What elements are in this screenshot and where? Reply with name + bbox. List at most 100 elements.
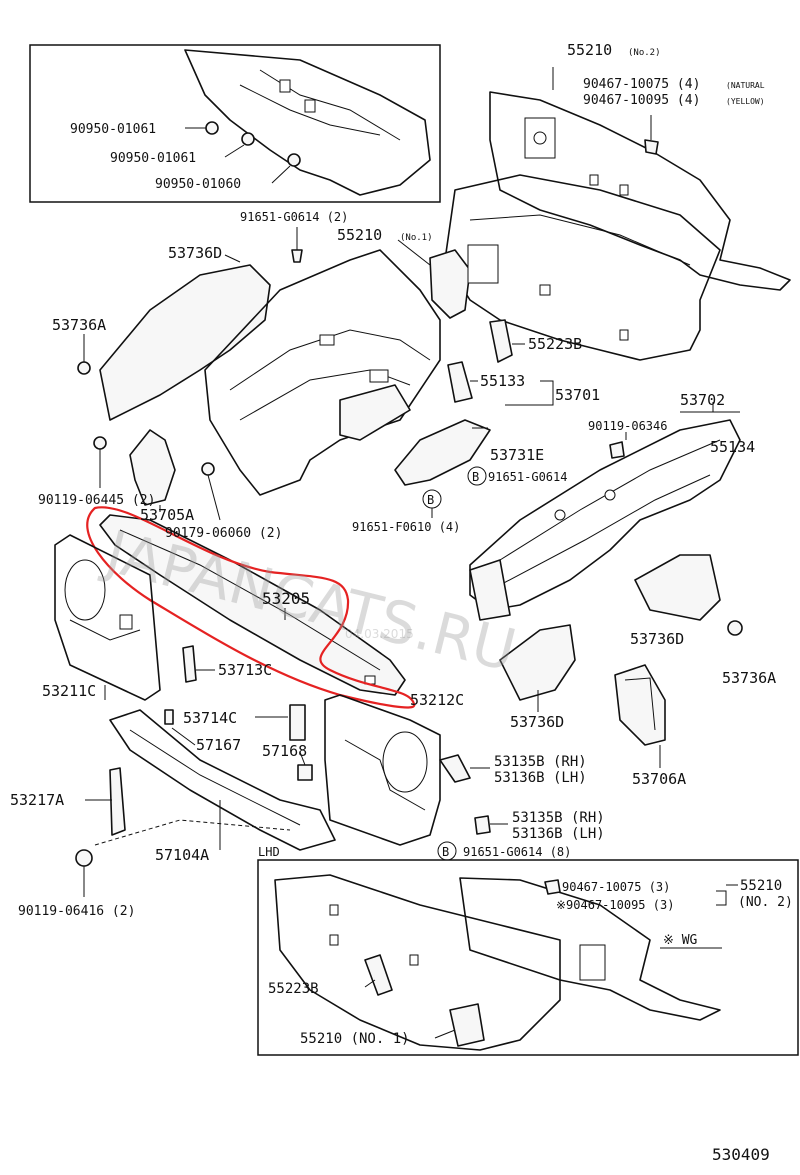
callout-screw: 91651-G0614 (2) bbox=[240, 210, 348, 224]
bracket-53135B bbox=[439, 754, 471, 783]
callout-57104A: 57104A bbox=[155, 846, 209, 864]
dash-panel-upper bbox=[397, 67, 791, 406]
bracket-53705A-group bbox=[93, 429, 221, 521]
panel-slot bbox=[589, 174, 599, 186]
seal-53736D-left bbox=[99, 264, 271, 421]
callout-57168: 57168 bbox=[262, 742, 307, 760]
clip-label: 90950-01061 bbox=[110, 151, 196, 166]
bracket-53714C bbox=[164, 709, 174, 725]
inset-top-panel bbox=[184, 49, 431, 196]
inset-lhd-slot bbox=[329, 904, 339, 916]
side-member-end bbox=[469, 559, 511, 621]
panel-55210-no1 bbox=[429, 249, 471, 319]
mark-b-letter: B bbox=[442, 845, 449, 859]
callout-53205: 53205 bbox=[262, 589, 310, 608]
callout-bolt: 90467-10095 (4) bbox=[583, 93, 700, 108]
support-rib bbox=[69, 619, 141, 641]
bracket-53731E-group: B B bbox=[394, 419, 491, 518]
inset-top-frame bbox=[29, 44, 441, 203]
leader-line bbox=[299, 751, 306, 766]
callout-53736A: 53736A bbox=[722, 669, 776, 687]
apron-bracket bbox=[339, 384, 411, 441]
callout-screw: 91651-F0610 (4) bbox=[352, 520, 460, 534]
side-member-right bbox=[469, 402, 743, 768]
callout-note: (YELLOW) bbox=[726, 97, 765, 106]
support-hole bbox=[382, 731, 428, 793]
inset-lhd-bolt: ※90467-10095 (3) bbox=[556, 898, 674, 912]
support-rib bbox=[344, 739, 426, 811]
callout-labels: 55210 (No.2) 90467-10075 (4) (NATURAL 90… bbox=[10, 41, 793, 1164]
support-53205 bbox=[99, 514, 406, 696]
support-53205-rib bbox=[119, 529, 381, 671]
panel-cutout bbox=[467, 244, 499, 284]
seal-55223B bbox=[489, 319, 513, 363]
page-code: 530409 bbox=[712, 1145, 770, 1164]
bracket-55133 bbox=[447, 361, 473, 403]
inset-lhd-bracket bbox=[716, 890, 727, 906]
apron-slot bbox=[369, 369, 389, 383]
fender-apron-left bbox=[77, 227, 441, 496]
panel-hole bbox=[533, 131, 547, 145]
apron-rib-2 bbox=[239, 369, 411, 421]
clip-label: 90950-01060 bbox=[155, 177, 241, 192]
inset-lhd-slot bbox=[329, 934, 339, 946]
inset-top-left: 90950-01061 90950-01061 90950-01060 bbox=[29, 44, 441, 203]
inset-lhd-seal bbox=[364, 954, 393, 996]
leader-line bbox=[271, 165, 291, 184]
callout-bolt: 90119-06416 (2) bbox=[18, 904, 135, 919]
panel-55210-main bbox=[444, 174, 721, 361]
bracket-53706A bbox=[614, 664, 666, 746]
callout-screw: 91651-G0614 (8) bbox=[463, 845, 571, 859]
inset-lhd-panel-main bbox=[274, 874, 561, 1051]
highlight-circle bbox=[86, 506, 416, 709]
inset-lhd-panel-no1 bbox=[449, 1003, 485, 1047]
inset-lhd bbox=[257, 859, 799, 1056]
panel-rib bbox=[469, 214, 691, 266]
inset-lhd-bolt: 90467-10075 (3) bbox=[562, 880, 670, 894]
callout-57167: 57167 bbox=[196, 736, 241, 754]
inset-top-slot bbox=[279, 79, 291, 93]
bolt-icon bbox=[75, 849, 93, 867]
side-member-rib bbox=[499, 439, 721, 561]
bracket-57168b bbox=[297, 764, 313, 781]
callout-screw: 91651-G0614 bbox=[488, 470, 567, 484]
callout-55210-no1: 55210 bbox=[337, 226, 382, 244]
clip-icon bbox=[205, 121, 219, 135]
side-member-rib-2 bbox=[499, 474, 711, 586]
crossmember-57104A bbox=[109, 709, 336, 851]
inset-lhd-seal-label: 55223B bbox=[268, 981, 319, 997]
inset-lhd-panel-no2 bbox=[459, 877, 721, 1021]
apron-53701 bbox=[204, 249, 441, 496]
callout-53135B: 53135B (RH) bbox=[512, 810, 605, 826]
bolt-icon bbox=[291, 249, 303, 263]
bolt-icon bbox=[544, 879, 561, 895]
callout-bolt: 90119-06445 (2) bbox=[38, 493, 155, 508]
side-member-hole bbox=[554, 509, 566, 521]
callout-53136B: 53136B (LH) bbox=[494, 770, 587, 786]
bolt-icon bbox=[644, 139, 659, 155]
leader-line bbox=[224, 144, 245, 158]
callout-53706A: 53706A bbox=[632, 770, 686, 788]
support-53205-group bbox=[86, 506, 416, 709]
clip-icon bbox=[287, 153, 301, 167]
callout-note: (No.2) bbox=[628, 48, 661, 58]
clip-icon bbox=[77, 361, 91, 375]
inset-lhd-ref: 55210 bbox=[740, 878, 782, 894]
radiator-support-sides: B bbox=[54, 534, 508, 861]
support-hole bbox=[64, 559, 106, 621]
callout-bolt: 90119-06346 bbox=[588, 419, 667, 433]
bracket-53731E bbox=[394, 419, 491, 486]
inset-lhd-cutout bbox=[579, 944, 606, 981]
bracket-53706A-rib bbox=[624, 677, 656, 731]
bracket-53217A bbox=[109, 767, 126, 836]
seal-53736D-right bbox=[634, 554, 721, 621]
callout-note: (NATURAL bbox=[726, 81, 765, 90]
bracket-57168 bbox=[289, 704, 306, 741]
leader-line bbox=[364, 979, 376, 988]
callout-55223B: 55223B bbox=[528, 335, 582, 353]
seal-53736D-low bbox=[499, 624, 576, 701]
inset-top-rib bbox=[239, 84, 381, 136]
bolt-icon bbox=[201, 462, 215, 476]
